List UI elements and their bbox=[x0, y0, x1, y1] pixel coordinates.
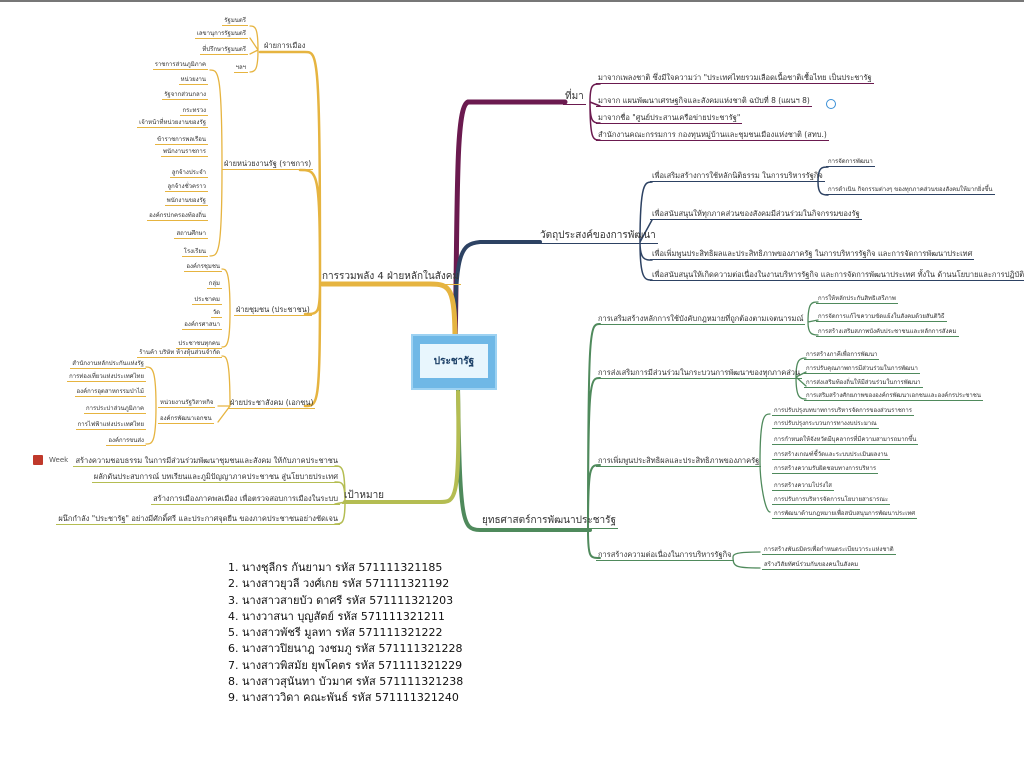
member: 9. นางสาววิดา คณะพันธ์ รหัส 571111321240 bbox=[228, 691, 459, 705]
origin-item[interactable]: สำนักงานคณะกรรมการ กองทุนหมู่บ้านและชุมช… bbox=[596, 130, 829, 141]
soe-item[interactable]: การประปาส่วนภูมิภาค bbox=[83, 405, 146, 414]
branch-strategy[interactable]: ยุทธศาสตร์การพัฒนาประชารัฐ bbox=[480, 514, 618, 529]
strategy-subitem[interactable]: การเสริมสร้างศักยภาพขององค์กรพัฒนาเอกชนแ… bbox=[804, 392, 983, 401]
origin-item[interactable]: มาจากเพลงชาติ ซึ่งมีใจความว่า "ประเทศไทย… bbox=[596, 73, 874, 84]
objective-subitem[interactable]: การจัดการพัฒนา bbox=[826, 158, 875, 167]
strategy-subitem[interactable]: การสร้างเกณฑ์ชี้วัดและระบบประเมินผลงาน bbox=[772, 451, 890, 460]
strategy-item[interactable]: การส่งเสริมการมีส่วนร่วมในกระบวนการพัฒนา… bbox=[596, 368, 803, 379]
civil-item[interactable]: ร้านค้า บริษัท ห้างหุ้นส่วนจำกัด bbox=[137, 349, 222, 358]
state-item[interactable]: ลูกจ้างประจำ bbox=[169, 169, 208, 178]
strategy-subitem[interactable]: การพัฒนาด้านกฎหมายเพื่อสนับสนุนการพัฒนาป… bbox=[772, 510, 918, 519]
member: 1. นางชุลีกร กันยามา รหัส 571111321185 bbox=[228, 561, 443, 574]
community-item[interactable]: องค์กรศาสนา bbox=[182, 321, 222, 330]
alliance-community[interactable]: ฝ่ายชุมชน (ประชาชน) bbox=[234, 305, 312, 316]
strategy-subitem[interactable]: การสร้างความโปร่งใส bbox=[772, 482, 834, 491]
strategy-subitem[interactable]: การสร้างเสริมสภาพบังคับประชาชนและหลักการ… bbox=[816, 328, 959, 337]
strategy-subitem[interactable]: การสร้างภาคีเพื่อการพัฒนา bbox=[804, 351, 880, 360]
strategy-item[interactable]: การเสริมสร้างหลักการใช้บังคับกฎหมายที่ถู… bbox=[596, 314, 806, 325]
branch-origin[interactable]: ที่มา bbox=[563, 90, 586, 105]
alliance-civil[interactable]: ฝ่ายประชาสังคม (เอกชน) bbox=[228, 398, 316, 409]
member: 4. นางวาสนา บุญสัตย์ รหัส 571111321211 bbox=[228, 609, 445, 623]
strategy-subitem[interactable]: การสร้างความรับผิดชอบทางการบริหาร bbox=[772, 465, 879, 474]
member: 3. นางสาวสายบัว ดาศรี รหัส 571111321203 bbox=[228, 593, 454, 607]
origin-item[interactable]: มาจาก แผนพัฒนาเศรษฐกิจและสังคมแห่งชาติ ฉ… bbox=[596, 96, 812, 107]
politics-item[interactable]: เลขานุการรัฐมนตรี bbox=[194, 30, 248, 39]
state-item[interactable]: พนักงานของรัฐ bbox=[164, 197, 208, 206]
member-list: 1. นางชุลีกร กันยามา รหัส 571111321185 2… bbox=[228, 560, 463, 707]
community-item[interactable]: วัด bbox=[210, 309, 222, 318]
state-item[interactable]: กระทรวง bbox=[180, 107, 208, 116]
community-item[interactable]: กลุ่ม bbox=[206, 280, 222, 289]
week-marker[interactable]: Week bbox=[33, 455, 68, 465]
politics-item[interactable]: ฯลฯ bbox=[233, 64, 248, 73]
state-item[interactable]: หน่วยงาน bbox=[178, 76, 208, 85]
state-item[interactable]: เจ้าหน้าที่หน่วยงานของรัฐ bbox=[137, 119, 208, 128]
state-item[interactable]: สถานศึกษา bbox=[174, 230, 208, 239]
strategy-subitem[interactable]: การปรับปรุงกระบวนการทางงบประมาณ bbox=[772, 420, 879, 429]
state-item[interactable]: ราชการส่วนภูมิภาค bbox=[152, 61, 208, 70]
central-topic-label: ประชารัฐ bbox=[420, 344, 488, 378]
civil-item[interactable]: หน่วยงานรัฐวิสาหกิจ bbox=[158, 399, 216, 408]
objective-item[interactable]: เพื่อเพิ่มพูนประสิทธิผลและประสิทธิภาพของ… bbox=[650, 249, 975, 260]
goal-item[interactable]: สร้างความชอบธรรม ในการมีส่วนร่วมพัฒนาชุม… bbox=[73, 456, 340, 467]
strategy-subitem[interactable]: สร้างวิสัยทัศน์ร่วมกันของคนในสังคม bbox=[762, 561, 861, 570]
calendar-icon bbox=[33, 455, 43, 465]
member: 6. นางสาวปิยนาฎ วงชมภู รหัส 571111321228 bbox=[228, 642, 463, 656]
branch-objectives[interactable]: วัตถุประสงค์ของการพัฒนา bbox=[538, 229, 658, 244]
strategy-subitem[interactable]: การส่งเสริมท้องถิ่นให้มีส่วนร่วมในการพัฒ… bbox=[804, 379, 923, 388]
member: 7. นางสาวพิสมัย ยุพโคตร รหัส 57111132122… bbox=[228, 658, 463, 672]
state-item[interactable]: ข้าราชการพลเรือน bbox=[155, 136, 208, 145]
strategy-subitem[interactable]: การปรับปรุงบทบาทการบริหารจัดการของส่วนรา… bbox=[772, 407, 915, 416]
state-item[interactable]: โรงเรียน bbox=[181, 248, 208, 257]
week-label: Week bbox=[49, 456, 69, 464]
strategy-subitem[interactable]: การกำหนดให้จังหวัดมีบุคลากรที่มีความสามา… bbox=[772, 436, 919, 445]
goal-item[interactable]: ผลักดันประสบการณ์ บทเรียนและภูมิปัญญาภาค… bbox=[91, 472, 340, 483]
info-icon[interactable] bbox=[826, 99, 836, 109]
strategy-subitem[interactable]: การจัดการแก้ไขความขัดแย้งในสังคมด้วยสันต… bbox=[816, 313, 947, 322]
member: 2. นางสาวยุวลี วงศ์เกย รหัส 571111321192 bbox=[228, 577, 450, 591]
goal-item[interactable]: ผนึกกำลัง "ประชารัฐ" อย่างมีศักดิ์ศรี แล… bbox=[56, 514, 340, 525]
state-item[interactable]: ลูกจ้างชั่วคราว bbox=[165, 183, 208, 192]
strategy-subitem[interactable]: การสร้างพันธมิตรเพื่อกำหนดระเบียบวาระแห่… bbox=[762, 546, 896, 555]
strategy-item[interactable]: การเพิ่มพูนประสิทธิผลและประสิทธิภาพของภา… bbox=[596, 456, 762, 467]
objective-subitem[interactable]: การดำเนิน กิจกรรมต่างๆ ของทุกภาคส่วนของส… bbox=[826, 186, 995, 195]
politics-item[interactable]: รัฐมนตรี bbox=[222, 17, 248, 26]
objective-item[interactable]: เพื่อสนับสนุนให้ทุกภาคส่วนของสังคมมีส่วน… bbox=[650, 209, 862, 220]
state-item[interactable]: รัฐจากส่วนกลาง bbox=[162, 91, 208, 100]
strategy-subitem[interactable]: การปรับการบริหารจัดการนโยบายสาธารณะ bbox=[772, 496, 891, 505]
community-item[interactable]: ประชาคม bbox=[192, 296, 222, 305]
objective-item[interactable]: เพื่อสนับสนุนให้เกิดความต่อเนื่องในงานบร… bbox=[650, 269, 1024, 281]
community-item[interactable]: ประชาชนทุกคน bbox=[176, 340, 222, 349]
politics-item[interactable]: ที่ปรึกษารัฐมนตรี bbox=[200, 46, 248, 55]
soe-item[interactable]: การไฟฟ้าแห่งประเทศไทย bbox=[75, 421, 146, 430]
state-item[interactable]: พนักงานราชการ bbox=[161, 148, 208, 157]
community-item[interactable]: องค์กรชุมชน bbox=[184, 263, 222, 272]
strategy-item[interactable]: การสร้างความต่อเนื่องในการบริหารรัฐกิจ bbox=[596, 550, 734, 561]
branch-alliance[interactable]: การรวมพลัง 4 ฝ่ายหลักในสังคม bbox=[320, 270, 462, 285]
strategy-subitem[interactable]: การปรับคุณภาพการมีส่วนร่วมในการพัฒนา bbox=[804, 365, 920, 374]
soe-item[interactable]: การท่องเที่ยวแห่งประเทศไทย bbox=[67, 373, 146, 382]
central-topic[interactable]: ประชารัฐ bbox=[411, 334, 497, 390]
state-item[interactable]: องค์กรปกครองท้องถิ่น bbox=[147, 212, 208, 221]
alliance-state[interactable]: ฝ่ายหน่วยงานรัฐ (ราชการ) bbox=[222, 159, 314, 170]
strategy-subitem[interactable]: การให้หลักประกันสิทธิเสรีภาพ bbox=[816, 295, 898, 304]
soe-item[interactable]: สำนักงานหลักประกันแห่งรัฐ bbox=[70, 360, 146, 369]
alliance-politics[interactable]: ฝ่ายการเมือง bbox=[262, 41, 308, 52]
branch-goals[interactable]: เป้าหมาย bbox=[342, 489, 387, 504]
origin-item[interactable]: มาจากชื่อ "ศูนย์ประสานเครือข่ายประชารัฐ" bbox=[596, 113, 743, 124]
soe-item[interactable]: องค์การขนส่ง bbox=[106, 437, 146, 446]
soe-item[interactable]: องค์การอุตสาหกรรมป่าไม้ bbox=[74, 388, 146, 397]
member: 5. นางสาวพัชรี มูลทา รหัส 571111321222 bbox=[228, 626, 443, 640]
objective-item[interactable]: เพื่อเสริมสร้างการใช้หลักนิติธรรม ในการบ… bbox=[650, 171, 825, 182]
member: 8. นางสาวสุนันทา บัวมาศ รหัส 57111132123… bbox=[228, 675, 464, 689]
civil-item[interactable]: องค์กรพัฒนาเอกชน bbox=[158, 415, 214, 424]
goal-item[interactable]: สร้างการเมืองภาคพลเมือง เพื่อตรวจสอบการเ… bbox=[151, 494, 340, 505]
